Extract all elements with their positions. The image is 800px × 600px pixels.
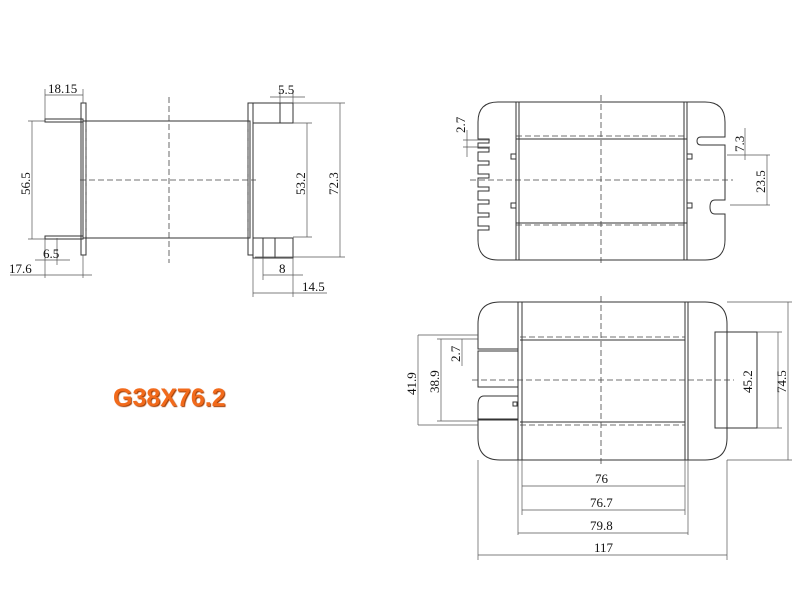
dim-label: 53.2 — [293, 172, 308, 195]
dim-label: 79.8 — [590, 518, 613, 533]
dim-label: 56.5 — [18, 172, 33, 195]
dim-label: 18.15 — [48, 81, 77, 96]
dim-label: 41.9 — [404, 372, 419, 395]
dim-label: 23.5 — [753, 170, 768, 193]
dim-label: 45.2 — [740, 370, 755, 393]
dim-label: 14.5 — [302, 279, 325, 294]
dim-label: 117 — [594, 540, 614, 555]
top-view: 2.7 7.3 23.5 — [453, 95, 770, 266]
dim-label: 17.6 — [9, 261, 32, 276]
bottom-view: 41.9 38.9 2.7 45.2 74.5 76 76.7 79.8 117 — [404, 296, 792, 560]
dim-label: 76 — [595, 471, 609, 486]
dim-label: 38.9 — [427, 370, 442, 393]
dim-label: 8 — [279, 261, 286, 276]
dim-label: 72.3 — [326, 172, 341, 195]
dim-label: 76.7 — [590, 495, 613, 510]
dim-label: 74.5 — [774, 370, 789, 393]
dim-label: 7.3 — [732, 136, 747, 152]
dim-label: 2.7 — [453, 116, 468, 133]
dim-label: 2.7 — [448, 345, 463, 362]
model-title: G38X76.2 — [113, 384, 226, 412]
dim-label: 6.5 — [43, 246, 59, 261]
dim-label: 5.5 — [278, 82, 294, 97]
side-view: 18.15 5.5 56.5 53.2 72.3 6.5 17.6 8 14.5 — [9, 81, 345, 297]
